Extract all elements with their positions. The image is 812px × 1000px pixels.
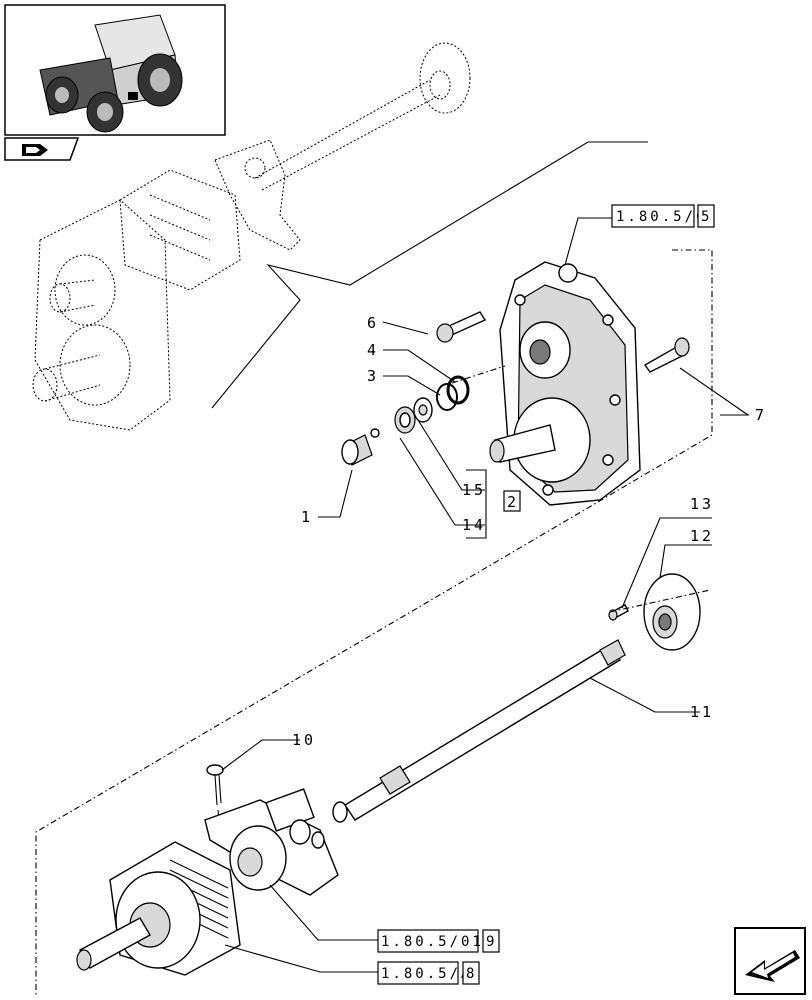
shaft-part-11 [332, 639, 626, 823]
callout-3: 3 [367, 367, 379, 385]
callout-1: 1 [301, 508, 313, 526]
callout-2-box[interactable]: 2 [503, 490, 521, 512]
gearbox-reference[interactable]: 1.80.5/C 5 [611, 204, 715, 228]
callout-14: 14 [462, 516, 486, 534]
break-line [211, 141, 648, 409]
thumbnail-frame[interactable] [4, 4, 226, 161]
cap-part-1 [341, 434, 373, 466]
pin-part-10 [206, 764, 224, 806]
assembly-boundary [35, 249, 713, 996]
arrow-back-icon[interactable] [734, 927, 806, 995]
ball [370, 428, 380, 438]
bracket-reference-number: 9 [486, 934, 497, 950]
leader-lines [221, 217, 750, 973]
bracket-assembly [204, 788, 339, 896]
callout-11: 11 [690, 703, 714, 721]
snap-ring-part-4 [446, 375, 470, 405]
gearbox-reference-number: 5 [701, 209, 712, 225]
flag-arrow-icon [22, 144, 48, 156]
flange-part-12 [643, 573, 701, 651]
callout-15: 15 [462, 481, 486, 499]
clutch-reference-label: 1.80.5/A [381, 966, 472, 982]
gearbox-housing [489, 261, 641, 506]
callout-2: 2 [507, 493, 519, 511]
bracket-reference-label: 1.80.5/01A [381, 934, 495, 950]
callout-12: 12 [690, 527, 714, 545]
ring-part-3 [436, 383, 458, 411]
screw-part-13 [608, 604, 629, 621]
callout-4: 4 [367, 341, 379, 359]
clutch-reference-number: 8 [466, 966, 477, 982]
bolt-part-7 [643, 337, 690, 373]
callout-10: 10 [292, 731, 316, 749]
callout-13: 13 [690, 495, 714, 513]
clutch-drum [76, 841, 241, 976]
bolt-part-6 [436, 311, 487, 343]
clutch-reference[interactable]: 1.80.5/A 8 [377, 961, 480, 985]
context-assembly-outline [32, 42, 471, 431]
gearbox-reference-label: 1.80.5/C [616, 209, 707, 225]
bracket-reference[interactable]: 1.80.5/01A 9 [377, 929, 500, 953]
tractor-thumbnail-icon [39, 14, 183, 133]
callout-7: 7 [755, 406, 767, 424]
callout-6: 6 [367, 314, 379, 332]
